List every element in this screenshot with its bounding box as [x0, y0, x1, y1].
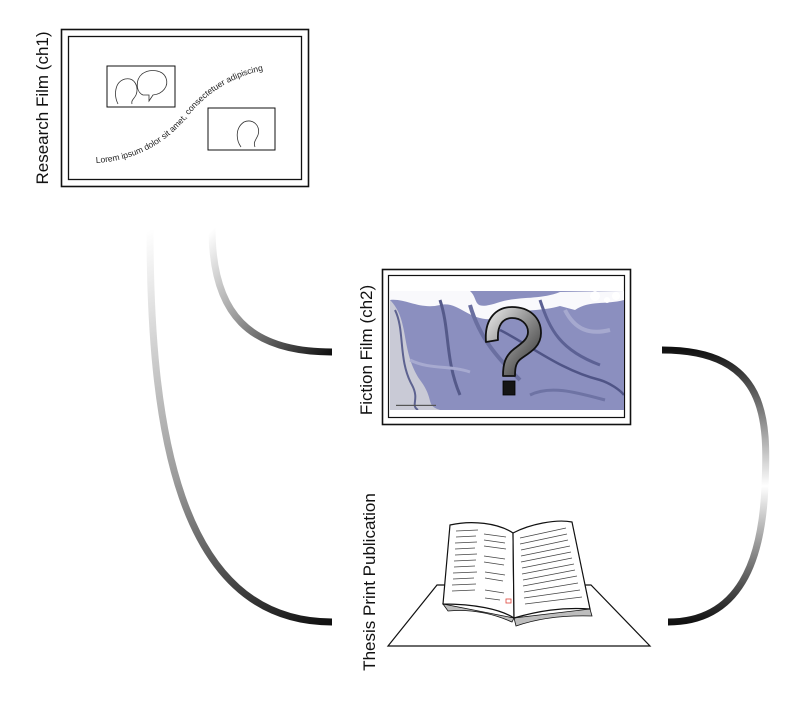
research-film-panel-bottom: [207, 107, 276, 151]
connector-research-to-fiction: [208, 227, 333, 356]
thesis-publication-label: Thesis Print Publication: [360, 493, 379, 671]
book-edge-left: [442, 603, 515, 623]
open-book-icon: [386, 520, 652, 647]
question-mark-icon: [485, 306, 542, 396]
person-head-icon: [115, 78, 138, 105]
fiction-film-frame: ▬▬▬▬▬▬▬▬▬▬: [381, 268, 632, 426]
connector-lines: [146, 227, 770, 626]
speech-bubble-icon: [136, 70, 168, 103]
connector-fiction-to-thesis: [661, 346, 770, 626]
book-right-page: [512, 520, 591, 619]
image-caption-text: ▬▬▬▬▬▬▬▬▬▬: [396, 402, 436, 407]
book-page-marker: [505, 598, 512, 604]
book-edge-right: [513, 608, 593, 627]
connector-research-to-thesis: [146, 227, 333, 626]
research-film-label: Research Film (ch1): [33, 31, 52, 184]
fiction-film-label: Fiction Film (ch2): [357, 285, 376, 415]
book-text-lines: [451, 527, 583, 605]
person-head-icon: [236, 120, 260, 148]
